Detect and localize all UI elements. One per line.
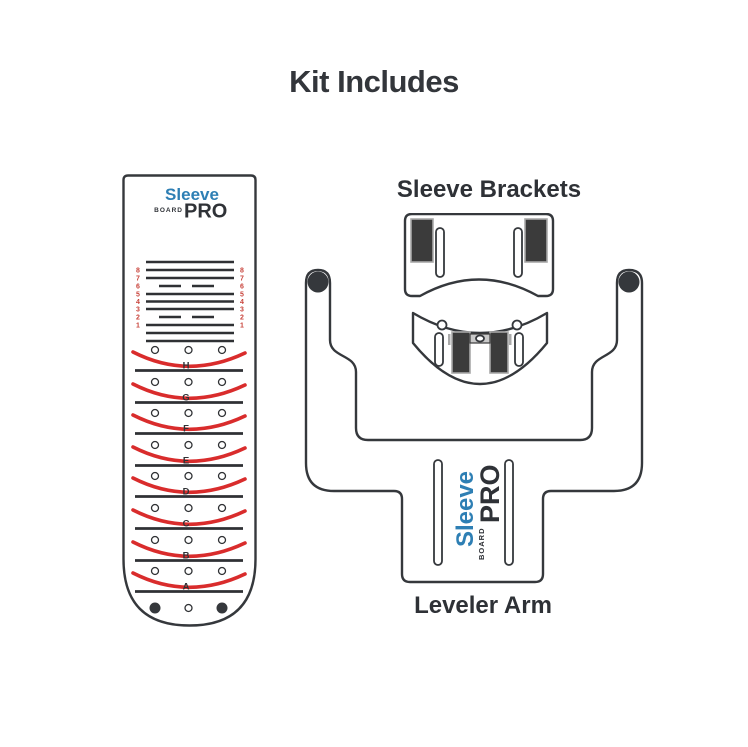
svg-text:6: 6	[136, 284, 140, 291]
mounting-dot-right	[216, 602, 228, 614]
svg-text:2: 2	[240, 315, 244, 322]
bracket-top-graphic	[403, 213, 555, 298]
svg-text:7: 7	[240, 276, 244, 283]
svg-text:6: 6	[240, 284, 244, 291]
arm-logo-sleeve: Sleeve	[452, 471, 479, 547]
mounting-dot-left	[149, 602, 161, 614]
bracket-top-pad-right	[524, 218, 548, 263]
svg-text:7: 7	[136, 276, 140, 283]
arm-slot-right	[504, 459, 514, 566]
bracket-bottom-slot-left	[434, 332, 444, 367]
svg-text:A: A	[183, 582, 190, 593]
ruler-numbers-right: 8 7 6 5 4 3 2 1	[240, 268, 244, 330]
svg-text:5: 5	[136, 292, 140, 299]
bracket-bottom-slot-right	[514, 332, 524, 367]
svg-text:3: 3	[136, 307, 140, 314]
arm-end-dot-left	[307, 271, 329, 293]
arm-slot-left	[433, 459, 443, 566]
svg-text:1: 1	[240, 323, 244, 330]
size-section-D: D	[131, 471, 247, 498]
board-logo-pro: PRO	[184, 201, 227, 223]
board-logo-sleeve: Sleeve	[165, 185, 219, 204]
svg-text:D: D	[183, 487, 190, 498]
leveler-arm-outline	[304, 268, 644, 584]
arm-logo: Sleeve BOARD PRO	[452, 464, 505, 560]
bracket-bottom-tick-left	[448, 334, 451, 345]
ruler-numbers-left: 8 7 6 5 4 3 2 1	[136, 268, 140, 330]
size-section-E: E	[131, 440, 247, 467]
bracket-bottom-graphic	[411, 311, 549, 386]
bracket-bottom-notch-right	[511, 319, 523, 331]
svg-text:C: C	[183, 519, 190, 530]
svg-text:G: G	[182, 393, 189, 404]
leveler-arm-graphic: Sleeve BOARD PRO	[304, 268, 644, 584]
arm-end-dot-right	[618, 271, 640, 293]
bracket-bottom-notch-left	[436, 319, 448, 331]
svg-text:3: 3	[240, 307, 244, 314]
page-title: Kit Includes	[289, 64, 459, 99]
board-logo-board: BOARD	[154, 207, 183, 214]
size-section-A: A	[131, 566, 247, 593]
svg-text:F: F	[183, 424, 189, 435]
board-mounting-dots	[149, 602, 228, 614]
svg-text:8: 8	[136, 268, 140, 275]
sleeve-brackets-label: Sleeve Brackets	[396, 176, 582, 203]
svg-text:8: 8	[240, 268, 244, 275]
svg-text:2: 2	[136, 315, 140, 322]
leveler-arm-label: Leveler Arm	[414, 592, 552, 619]
bracket-bottom-outline	[411, 311, 549, 386]
mounting-hole-center	[184, 603, 193, 613]
svg-text:4: 4	[136, 299, 140, 306]
bracket-bottom-connector-pin	[475, 334, 485, 343]
bracket-top-slot-right	[513, 227, 523, 278]
arm-logo-board: BOARD	[477, 528, 486, 561]
arm-logo-pro: PRO	[475, 464, 505, 523]
board-logo: Sleeve BOARD PRO	[154, 185, 227, 223]
svg-text:5: 5	[240, 292, 244, 299]
svg-text:B: B	[183, 551, 190, 562]
bracket-bottom-pad-right	[489, 331, 509, 374]
size-section-F: F	[131, 408, 247, 435]
bracket-bottom-tick-right	[509, 334, 512, 345]
ruler: 8 7 6 5 4 3 2 1 8 7 6 5 4 3 2 1	[136, 260, 244, 343]
size-section-B: B	[131, 535, 247, 562]
svg-text:1: 1	[136, 323, 140, 330]
size-section-H: H	[131, 345, 247, 372]
bracket-bottom-pad-left	[451, 331, 471, 374]
board-outline	[122, 174, 257, 627]
bracket-top-pad-left	[410, 218, 434, 263]
brackets-and-arm-graphic: Sleeve BOARD PRO	[304, 213, 644, 584]
size-section-G: G	[131, 377, 247, 404]
svg-text:H: H	[183, 361, 190, 372]
bracket-top-slot-left	[435, 227, 445, 278]
svg-text:E: E	[183, 456, 189, 467]
svg-text:4: 4	[240, 299, 244, 306]
size-section-C: C	[131, 503, 247, 530]
sleeve-board-graphic: Sleeve BOARD PRO 8 7 6 5 4	[122, 174, 257, 627]
